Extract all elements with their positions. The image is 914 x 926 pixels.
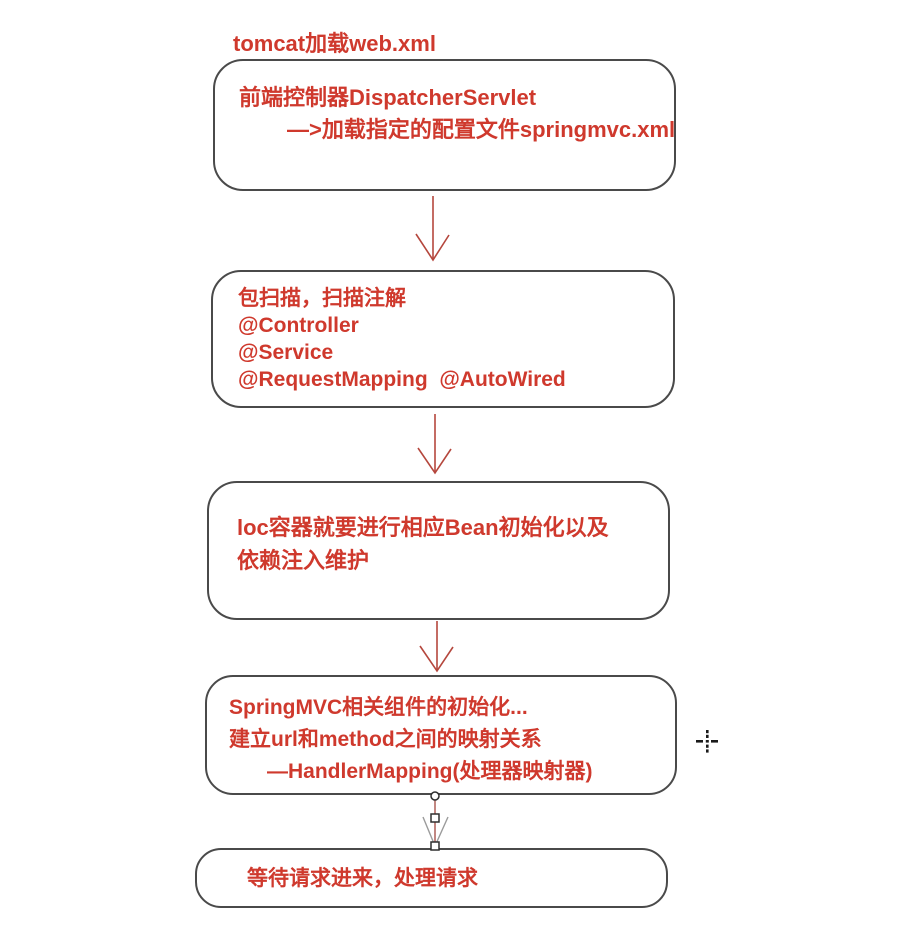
node-text-line: 前端控制器DispatcherServlet — [239, 85, 537, 110]
node-text-line: 包扫描，扫描注解 — [238, 287, 406, 310]
node-text-line: SpringMVC相关组件的初始化... — [229, 696, 528, 719]
crosshair-icon — [696, 730, 718, 753]
flow-node-front-controller[interactable]: 前端控制器DispatcherServlet —>加载指定的配置文件spring… — [213, 59, 676, 191]
node-text-line: 依赖注入维护 — [237, 548, 370, 573]
node-text-line: —>加载指定的配置文件springmvc.xml — [287, 117, 676, 142]
node-text-line: @Controller — [238, 314, 359, 337]
node-text-line: @RequestMapping @AutoWired — [238, 368, 566, 391]
flow-node-package-scan[interactable]: 包扫描，扫描注解 @Controller @Service @RequestMa… — [211, 270, 675, 408]
node-text-line: @Service — [238, 341, 334, 364]
flow-node-wait-request[interactable]: 等待请求进来，处理请求 — [195, 848, 668, 908]
connector-arrow-4[interactable] — [422, 791, 449, 851]
node-text-line: 等待请求进来，处理请求 — [247, 867, 478, 890]
diagram-title: tomcat加载web.xml — [233, 31, 436, 56]
node-text-line: 建立url和method之间的映射关系 — [229, 728, 542, 751]
connector-arrow-2[interactable] — [417, 414, 452, 475]
connector-arrow-3[interactable] — [419, 621, 454, 673]
node-text-line: —HandlerMapping(处理器映射器) — [267, 760, 593, 783]
flow-node-springmvc-components[interactable]: SpringMVC相关组件的初始化... 建立url和method之间的映射关系… — [205, 675, 677, 795]
connector-midpoint-handle[interactable] — [430, 813, 440, 823]
node-text-line: loc容器就要进行相应Bean初始化以及 — [237, 515, 609, 540]
connector-arrow-1[interactable] — [415, 196, 450, 262]
flow-node-ioc-container[interactable]: loc容器就要进行相应Bean初始化以及 依赖注入维护 — [207, 481, 670, 620]
